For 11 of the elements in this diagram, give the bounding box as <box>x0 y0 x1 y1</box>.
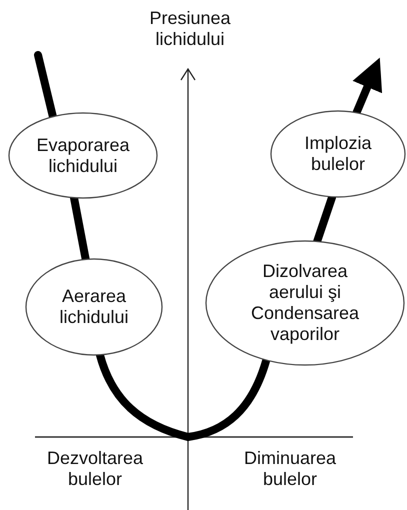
ellipse-node <box>270 110 406 198</box>
node-text: Implozia bulelor <box>303 133 373 175</box>
ellipse-node <box>8 112 158 199</box>
ellipse-node <box>25 258 163 356</box>
axis-label: Presiunea lichidului <box>148 8 232 50</box>
quadrant-label: Dezvoltarea bulelor <box>46 448 144 490</box>
node-text: Evaporarea lichidului <box>35 134 131 176</box>
node-text: Dizolvarea aerului şi Condensarea vaporilor <box>250 261 360 345</box>
quadrant-label: Diminuarea bulelor <box>242 448 338 490</box>
ellipse-node <box>205 240 405 366</box>
node-text: Aerarea lichidului <box>58 286 130 328</box>
